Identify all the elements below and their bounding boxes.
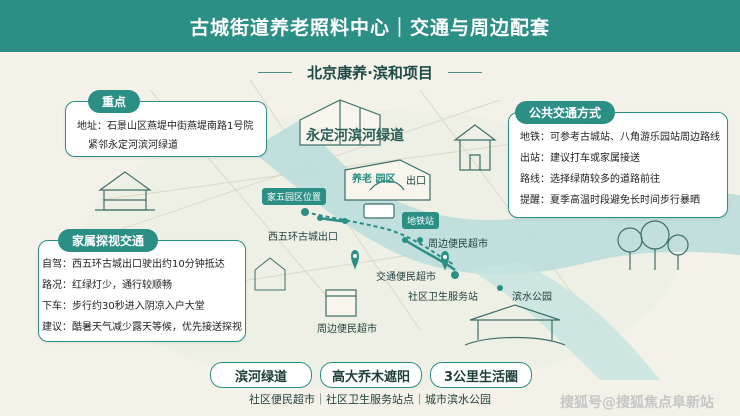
family-card-line: 下车：步行约30秒进入阴凉入户大堂 (42, 301, 205, 312)
page-title: 古城街道养老照料中心｜交通与周边配套 (189, 16, 550, 39)
transit-card (508, 112, 728, 218)
family-card-line: 路况：红绿灯少，通行较顺畅 (42, 280, 172, 291)
key-card-line: 地址：石景山区燕堤中街燕堤南路1号院 (77, 121, 254, 132)
route-line (304, 211, 456, 266)
gate-icon (453, 124, 497, 171)
watermark: 搜狐号@搜狐焦点阜新站 (560, 395, 714, 411)
transit-card-line: 出站：建议打车或家属接送 (520, 153, 640, 164)
transit-card-title: 公共交通方式 (515, 101, 616, 124)
feature-pill: 3公里生活圈 (430, 362, 532, 388)
transit-card-line: 路线：选择绿荫较多的道路前往 (520, 174, 660, 185)
supermarket-icon (325, 289, 357, 317)
key-card-line: 紧邻永定河滨河绿道 (88, 140, 178, 151)
title-rule-left (258, 72, 292, 73)
site-location-tag: 家五园区位置 (262, 188, 327, 205)
feature-pill: 滨河绿道 (210, 362, 312, 388)
page-header: 古城街道养老照料中心｜交通与周边配套 (0, 0, 740, 52)
park-label: 滨水公园 (512, 292, 552, 303)
elderly-center-buildings (299, 99, 431, 201)
footer-text: 社区便民超市｜社区卫生服务站点｜城市滨水公园 (249, 393, 491, 406)
project-title: 北京康养·滨和项目 (307, 64, 433, 82)
river (250, 120, 740, 275)
transit-card-line: 提醒：夏季高温时段避免长时间步行暴晒 (520, 195, 700, 206)
west-exit-label: 西五环古城出口 (268, 232, 338, 243)
key-card-title: 重点 (88, 90, 141, 113)
pagoda-icon (95, 171, 155, 211)
health-station-label: 社区卫生服务站 (408, 292, 478, 303)
family-card-title: 家属探视交通 (58, 229, 159, 252)
subway-station-tag: 地铁站 (402, 212, 440, 229)
family-card-line: 建议：酷暑天气减少露天等候，优先接送探视 (42, 322, 242, 333)
family-card (38, 240, 246, 342)
supermarket-bottom-label: 周边便民超市 (317, 324, 377, 335)
family-card-line: 自驾：西五环古城出口驶出约10分钟抵达 (42, 259, 225, 270)
title-rule-right (448, 72, 482, 73)
transit-card-line: 地铁：可参考古城站、八角游乐园站周边路线 (520, 132, 720, 143)
exit-label: 出口 (406, 176, 426, 187)
supermarket-label: 周边便民超市 (428, 239, 488, 250)
feature-pill: 高大乔木遮阳 (320, 362, 422, 388)
center-label: 养老 园区 (352, 174, 396, 185)
pavilion-icon (464, 304, 566, 346)
trees-icon (617, 220, 689, 270)
location-pins (351, 250, 449, 271)
convenience-label: 交通便民超市 (376, 272, 436, 283)
river-label: 永定河滨河绿道 (306, 128, 404, 144)
bus-icon (363, 203, 395, 219)
